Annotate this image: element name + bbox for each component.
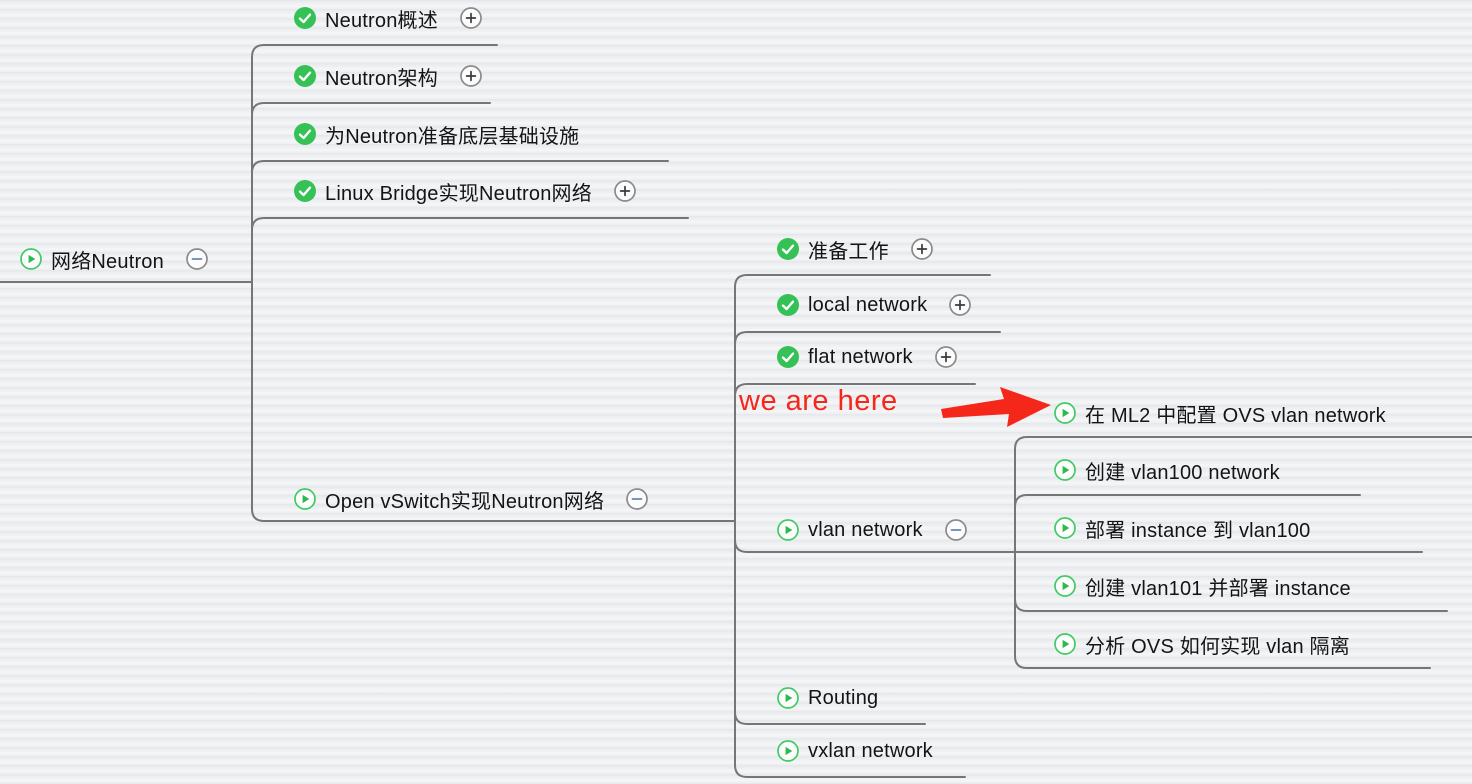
task-done-icon [777, 238, 799, 260]
task-done-icon [294, 65, 316, 87]
progress-started-icon [777, 519, 799, 541]
progress-started-icon [1054, 575, 1076, 597]
node-label: Routing [808, 686, 879, 709]
node-label: 在 ML2 中配置 OVS vlan network [1085, 404, 1386, 427]
node-label: Linux Bridge实现Neutron网络 [325, 182, 592, 205]
node-linux-bridge[interactable]: Linux Bridge实现Neutron网络 [294, 176, 636, 206]
progress-started-icon [1054, 459, 1076, 481]
expand-button[interactable] [460, 65, 482, 87]
expand-button[interactable] [934, 346, 957, 368]
node-label: 创建 vlan100 network [1085, 461, 1280, 484]
node-label: 分析 OVS 如何实现 vlan 隔离 [1085, 635, 1350, 658]
node-preparation[interactable]: 准备工作 [777, 234, 933, 264]
we-are-here-annotation: we are here [739, 385, 898, 417]
expand-button[interactable] [614, 180, 636, 202]
node-prepare-underlying-infra[interactable]: 为Neutron准备底层基础设施 [294, 119, 579, 149]
expand-button[interactable] [460, 7, 482, 29]
node-analyze-ovs-vlan-isolation[interactable]: 分析 OVS 如何实现 vlan 隔离 [1054, 629, 1350, 659]
progress-started-icon [294, 488, 316, 510]
node-label: 网络Neutron [51, 250, 164, 273]
node-neutron-root[interactable]: 网络Neutron [20, 244, 208, 274]
task-done-icon [294, 7, 316, 29]
node-neutron-architecture[interactable]: Neutron架构 [294, 61, 482, 91]
node-label: 准备工作 [808, 240, 889, 263]
node-neutron-overview[interactable]: Neutron概述 [294, 3, 482, 33]
node-vlan-network[interactable]: vlan network [777, 515, 967, 545]
task-done-icon [294, 123, 316, 145]
collapse-button[interactable] [185, 248, 208, 270]
node-local-network[interactable]: local network [777, 290, 972, 320]
node-label: Neutron架构 [325, 67, 438, 90]
node-label: local network [808, 293, 928, 316]
node-ml2-ovs-vlan-config[interactable]: 在 ML2 中配置 OVS vlan network [1054, 398, 1386, 428]
task-done-icon [777, 294, 799, 316]
node-label: vxlan network [808, 739, 933, 762]
node-label: 为Neutron准备底层基础设施 [325, 125, 580, 148]
node-create-vlan101-deploy[interactable]: 创建 vlan101 并部署 instance [1054, 571, 1351, 601]
progress-started-icon [1054, 517, 1076, 539]
task-done-icon [294, 180, 316, 202]
node-label: Open vSwitch实现Neutron网络 [325, 490, 605, 513]
node-label: Neutron概述 [325, 9, 438, 32]
collapse-button[interactable] [944, 519, 967, 541]
node-open-vswitch[interactable]: Open vSwitch实现Neutron网络 [294, 484, 649, 514]
progress-started-icon [1054, 633, 1076, 655]
node-label: flat network [808, 345, 913, 368]
node-create-vlan100[interactable]: 创建 vlan100 network [1054, 455, 1280, 485]
collapse-button[interactable] [626, 488, 649, 510]
node-label: 部署 instance 到 vlan100 [1085, 519, 1311, 542]
node-vxlan-network[interactable]: vxlan network [777, 736, 933, 766]
node-label: vlan network [808, 518, 923, 541]
progress-started-icon [1054, 402, 1076, 424]
node-deploy-instance-vlan100[interactable]: 部署 instance 到 vlan100 [1054, 513, 1310, 543]
progress-started-icon [20, 248, 42, 270]
node-label: 创建 vlan101 并部署 instance [1085, 577, 1351, 600]
progress-started-icon [777, 687, 799, 709]
expand-button[interactable] [910, 238, 933, 260]
node-routing[interactable]: Routing [777, 683, 878, 713]
task-done-icon [777, 346, 799, 368]
expand-button[interactable] [949, 294, 972, 316]
node-flat-network[interactable]: flat network [777, 342, 957, 372]
progress-started-icon [777, 740, 799, 762]
